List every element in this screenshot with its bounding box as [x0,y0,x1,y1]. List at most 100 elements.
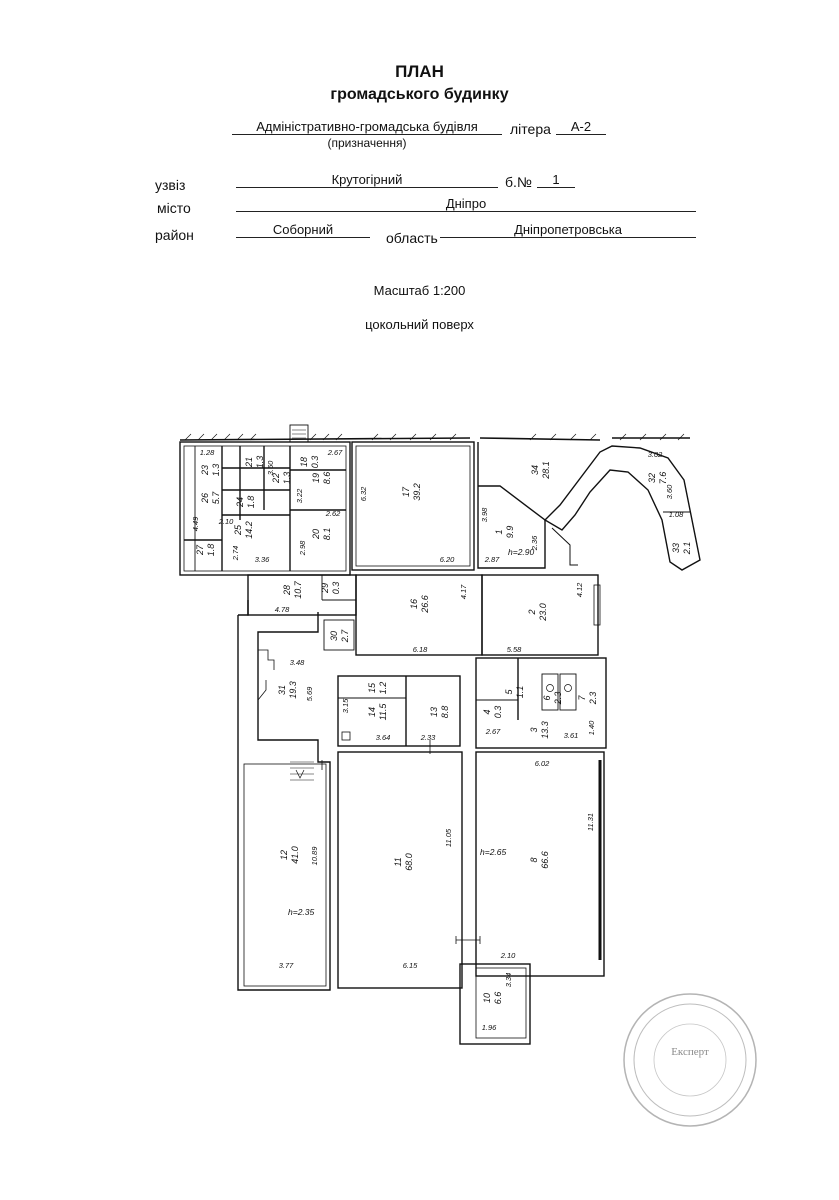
room-number: 3 [529,727,539,732]
room-number: 32 [647,473,657,483]
room-area: 1.2 [378,682,388,695]
litera-value: А-2 [556,119,606,135]
region-value: Дніпропетровська [440,222,696,238]
dimension-label: 4.49 [191,516,200,531]
room-number: 17 [401,486,411,497]
room-number: 18 [299,457,309,467]
room-number: 14 [367,707,377,717]
dimension-label: 2.36 [530,535,539,551]
dimension-label: 1.40 [587,720,596,735]
dimension-label: 5.58 [507,645,522,654]
room-area: 41.0 [290,846,300,864]
dimension-label: 2.62 [325,509,341,518]
dimension-label: 2.10 [218,517,234,526]
room-area: 0.3 [331,582,341,595]
dimension-label: 3.48 [290,658,305,667]
room-number: 34 [530,465,540,475]
purpose-value: Адміністративно-громадська будівля [232,119,502,135]
room-number: 10 [482,993,492,1003]
room-area: 2.7 [340,629,350,644]
room-area: 39.2 [412,483,422,501]
street-value: Крутогірний [236,172,498,188]
room-number: 28 [282,585,292,596]
dimension-label: 6.32 [359,486,368,501]
room-area: 19.3 [288,681,298,699]
room-number: 5 [504,689,514,695]
dimension-label: 3.61 [564,731,579,740]
ceiling-height-label: h=2.65 [480,847,507,857]
room-area: 66.6 [540,851,550,869]
room-area: 14.2 [244,521,254,539]
dimension-label: 2.74 [231,546,240,562]
room-number: 23 [200,465,210,476]
room-area: 26.6 [420,595,430,614]
room-number: 30 [329,631,339,641]
dimension-label: 1.96 [482,1023,497,1032]
room-number: 20 [311,529,321,540]
room-area: 1.8 [206,544,216,557]
dimension-label: 3.15 [341,698,350,713]
dimension-label: 11.31 [586,813,595,831]
room-area: 8.6 [322,472,332,485]
room-area: 11.5 [378,703,388,721]
dimension-label: 3.60 [266,460,275,475]
dimension-label: 5.69 [305,686,314,701]
city-label: місто [157,200,191,216]
room-area: 10.7 [293,580,303,599]
room-area: 7.6 [658,472,668,485]
room-area: 1.3 [282,472,292,485]
room-area: 2.3 [553,692,563,706]
room-area: 13.3 [540,721,550,739]
room-area: 0.3 [310,456,320,469]
dimension-label: 6.15 [403,961,418,970]
room-area: 8.8 [440,706,450,719]
room-number: 1 [494,529,504,534]
room-area: 1.1 [515,686,525,699]
room-number: 29 [320,583,330,594]
room-area: 0.3 [493,706,503,719]
dimension-label: 3.98 [480,507,489,522]
building-no-label: б.№ [505,174,532,190]
dimension-label: 2.98 [298,540,307,556]
room-number: 15 [367,682,377,693]
room-number: 7 [577,695,587,701]
stamp-text: Експерт [671,1046,709,1058]
room-area: 2.3 [588,692,598,706]
dimension-label: 1.28 [200,448,215,457]
room-number: 2 [527,609,537,615]
room-number: 4 [482,709,492,714]
room-area: 1.8 [246,496,256,509]
dimension-label: 2.33 [420,733,436,742]
dimension-label: 2.67 [327,448,343,457]
room-number: 25 [233,524,243,536]
room-number: 16 [409,599,419,609]
dimension-label: 6.02 [535,759,550,768]
room-number: 8 [529,857,539,862]
street-label: узвіз [155,177,186,193]
district-label: район [155,227,194,243]
district-value: Соборний [236,222,370,238]
room-number: 13 [429,707,439,717]
building-no-value: 1 [537,172,575,188]
dimension-label: 6.18 [413,645,428,654]
dimension-label: 3.77 [279,961,294,970]
dimension-label: 3.64 [376,733,391,742]
